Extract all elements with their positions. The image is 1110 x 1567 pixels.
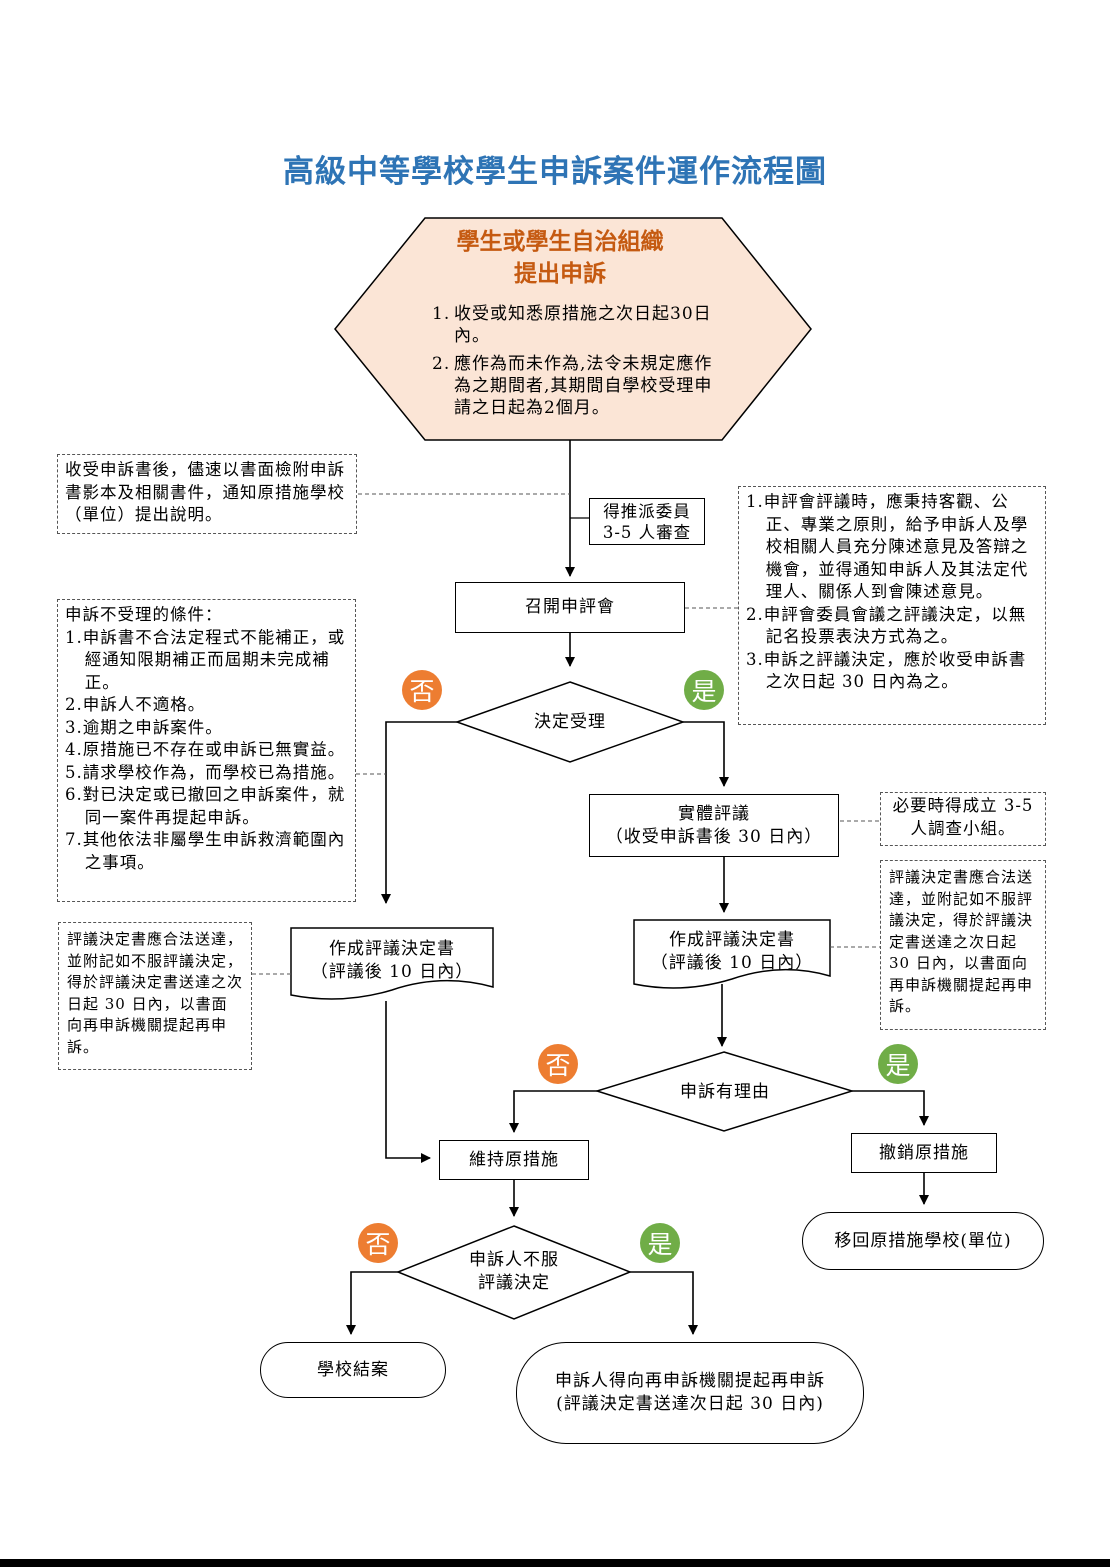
- bottom-border: [0, 1559, 1110, 1567]
- yes-badge: 是: [640, 1223, 680, 1263]
- start-rule-num: 1.: [432, 304, 451, 324]
- reasonable-diamond: [594, 1051, 855, 1132]
- reject-item: 6.對已決定或已撤回之申訴案件，就同一案件再提起申訴。: [65, 785, 346, 827]
- substantive-review-box: 實體評議 （收受申訴書後 30 日內）: [589, 794, 839, 857]
- accept-diamond: [454, 681, 686, 763]
- disagree-line1: 申訴人不服: [469, 1250, 559, 1270]
- decision-document-right: 作成評議決定書 （評議後 10 日內）: [634, 929, 830, 975]
- start-rule-num: 2.: [432, 354, 451, 374]
- start-rule-text: 應作為而未作為,法令未規定應作為之期間者,其期間自學校受理申請之日起為2個月。: [454, 354, 713, 418]
- accept-decision-label: 決定受理: [534, 711, 606, 732]
- hearing-rules-note: 1.申評會評議時，應秉持客觀、公正、專業之原則，給予申訴人及學校相關人員充分陳述…: [738, 486, 1046, 725]
- reject-item: 3.逾期之申訴案件。: [65, 717, 223, 737]
- decision-delivery-note-left: 評議決定書應合法送達，並附記如不服評議決定，得於評議決定書送達之次日起 30 日…: [58, 922, 252, 1070]
- no-badge: 否: [358, 1223, 398, 1263]
- start-rule-text: 收受或知悉原措施之次日起30日內。: [454, 304, 712, 346]
- no-badge: 否: [538, 1044, 578, 1084]
- disagree-line2: 評議決定: [478, 1273, 550, 1293]
- no-badge: 否: [402, 670, 442, 710]
- reject-conditions-note: 申訴不受理的條件： 1.申訴書不合法定程式不能補正，或經通知限期補正而屆期未完成…: [57, 599, 356, 902]
- reject-item: 5.請求學校作為，而學校已為措施。: [65, 762, 346, 782]
- notify-note: 收受申訴書後，儘速以書面檢附申訴書影本及相關書件，通知原措施學校（單位）提出說明…: [57, 454, 357, 534]
- review-line2: （收受申訴書後 30 日內）: [605, 826, 823, 847]
- start-rule: 2. 應作為而未作為,法令未規定應作為之期間者,其期間自學校受理申請之日起為2個…: [432, 353, 732, 419]
- start-title-line1: 學生或學生自治組織: [456, 229, 664, 255]
- reject-item: 7.其他依法非屬學生申訴救濟範圍內之事項。: [65, 830, 346, 872]
- doc-right-line2: （評議後 10 日內）: [650, 953, 814, 973]
- reject-item: 2.申訴人不適格。: [65, 695, 206, 714]
- doc-right-line1: 作成評議決定書: [669, 930, 795, 950]
- start-title-line2: 提出申訴: [514, 261, 606, 287]
- decision-delivery-note-right: 評議決定書應合法送達，並附記如不服評議決定，得於評議決定書送達之次日起 30 日…: [880, 860, 1046, 1030]
- disagree-decision-label: 申訴人不服 評議決定: [444, 1249, 584, 1295]
- reject-title: 申訴不受理的條件：: [65, 605, 223, 624]
- page-title: 高級中等學校學生申訴案件運作流程圖: [283, 154, 827, 190]
- reappeal-line2: (評議決定書送達次日起 30 日內): [556, 1394, 824, 1414]
- doc-left-shape: [290, 927, 494, 1000]
- doc-left-line2: （評議後 10 日內）: [310, 962, 474, 982]
- doc-right-shape: [633, 919, 831, 989]
- convene-committee-box: 召開申評會: [455, 582, 685, 633]
- hearing-rule-item: 3.申訴之評議決定，應於收受申訴書之次日起 30 日內為之。: [746, 649, 1027, 692]
- reappeal-line1: 申訴人得向再申訴機關提起再申訴: [555, 1371, 825, 1391]
- hearing-rule-item: 2.申評會委員會議之評議決定，以無記名投票表決方式為之。: [746, 604, 1027, 647]
- yes-badge: 是: [684, 670, 724, 710]
- revoke-measure-box: 撤銷原措施: [851, 1133, 997, 1173]
- maintain-measure-box: 維持原措施: [439, 1140, 589, 1180]
- decision-document-left: 作成評議決定書 （評議後 10 日內）: [291, 938, 493, 984]
- disagree-diamond: [395, 1225, 633, 1320]
- hearing-rule-item: 1.申評會評議時，應秉持客觀、公正、專業之原則，給予申訴人及學校相關人員充分陳述…: [746, 492, 1029, 601]
- start-title: 學生或學生自治組織 提出申訴: [400, 226, 720, 290]
- reject-item: 1.申訴書不合法定程式不能補正，或經通知限期補正而屆期未完成補正。: [65, 627, 346, 692]
- doc-left-line1: 作成評議決定書: [329, 939, 455, 959]
- reject-item: 4.原措施已不存在或申訴已無實益。: [65, 740, 346, 759]
- reappeal-terminal: 申訴人得向再申訴機關提起再申訴 (評議決定書送達次日起 30 日內): [516, 1342, 864, 1444]
- investigation-note: 必要時得成立 3-5 人調查小組。: [880, 792, 1046, 846]
- start-rules: 1. 收受或知悉原措施之次日起30日內。 2. 應作為而未作為,法令未規定應作為…: [432, 303, 732, 419]
- review-line1: 實體評議: [678, 803, 750, 824]
- yes-badge: 是: [878, 1044, 918, 1084]
- start-rule: 1. 收受或知悉原措施之次日起30日內。: [432, 303, 732, 347]
- start-hexagon: [334, 217, 812, 441]
- assign-reviewers-box: 得推派委員 3-5 人審查: [589, 498, 705, 545]
- reasonable-decision-label: 申訴有理由: [680, 1081, 770, 1102]
- return-to-school-terminal: 移回原措施學校(單位): [802, 1212, 1044, 1270]
- school-close-case-terminal: 學校結案: [260, 1342, 446, 1398]
